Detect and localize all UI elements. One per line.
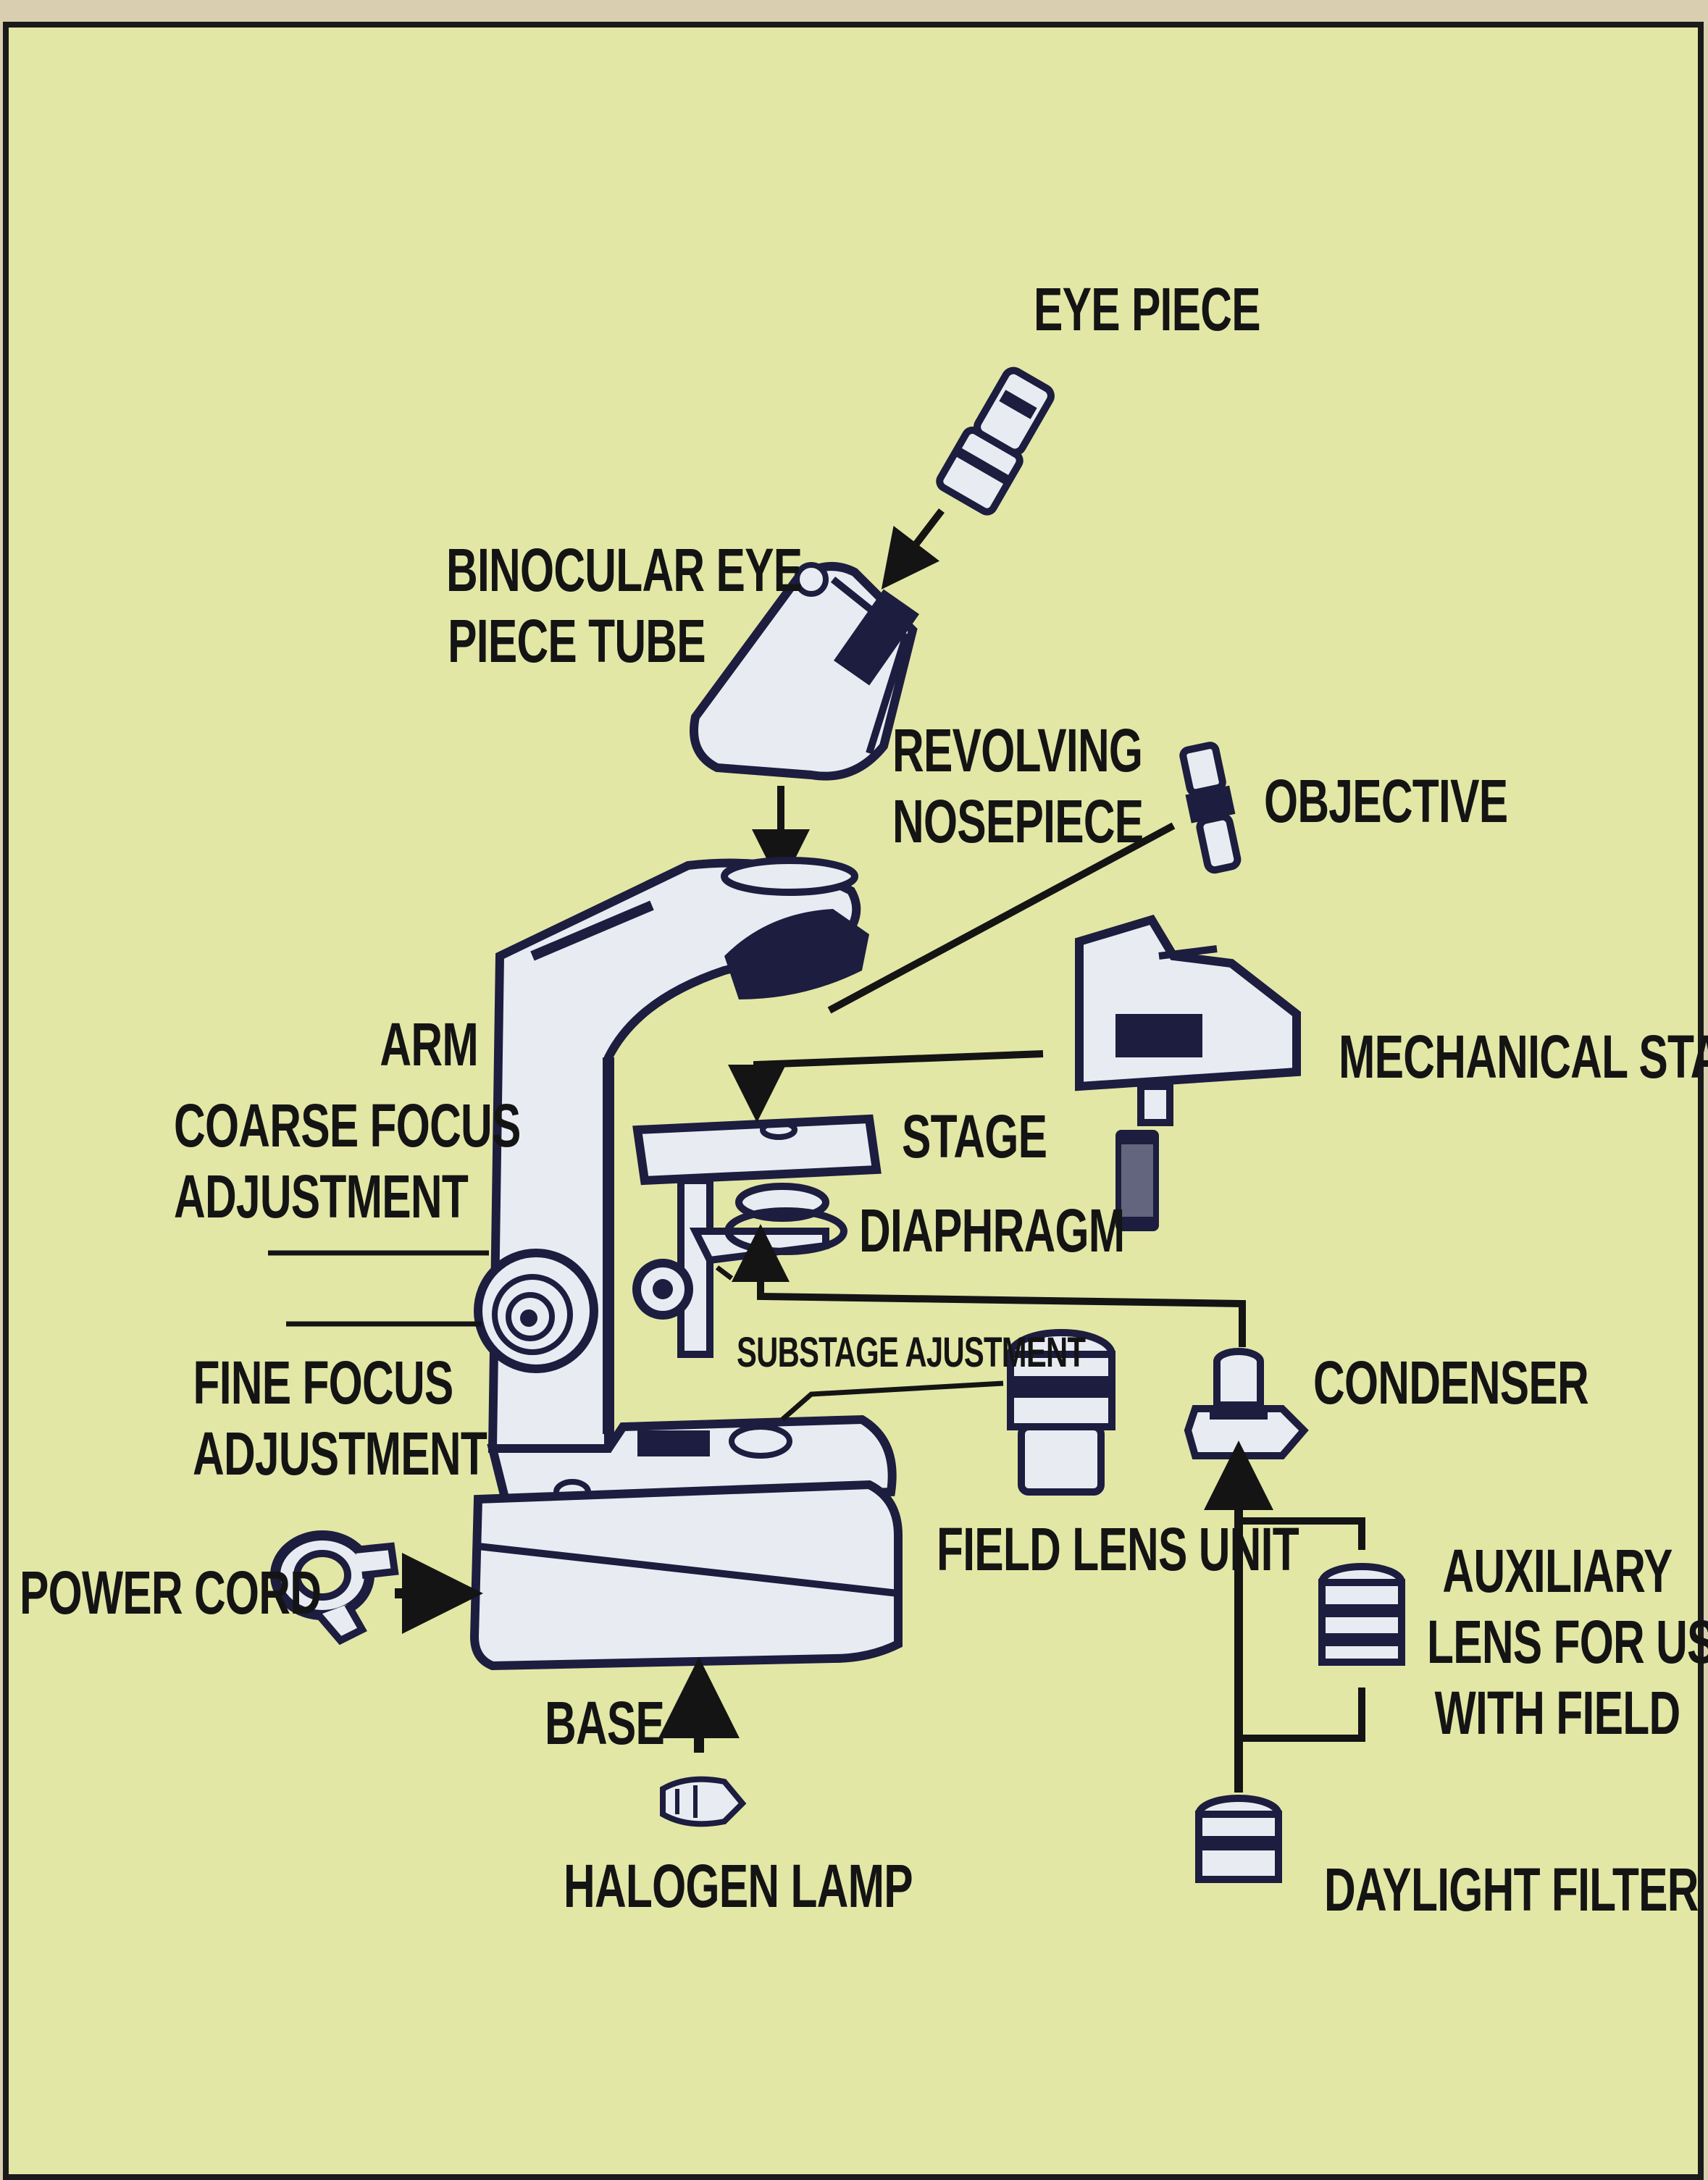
label-line: CONDENSER bbox=[1313, 1347, 1588, 1418]
label-line: EYE PIECE bbox=[1034, 274, 1260, 345]
label-line: NOSEPIECE bbox=[892, 786, 1143, 857]
label-halogen-lamp: HALOGEN LAMP bbox=[564, 1850, 913, 1921]
label-line: DIAPHRAGM bbox=[859, 1195, 1124, 1266]
label-line: POWER CORD bbox=[20, 1557, 321, 1628]
label-power-cord: POWER CORD bbox=[20, 1557, 321, 1628]
label-line: ARM bbox=[374, 1009, 478, 1080]
label-base: BASE bbox=[545, 1688, 664, 1758]
label-line: WITH FIELD bbox=[1427, 1677, 1688, 1748]
label-line: FIELD LENS UNIT bbox=[937, 1514, 1299, 1585]
label-stage: STAGE bbox=[902, 1101, 1047, 1172]
label-eye-piece: EYE PIECE bbox=[1034, 274, 1260, 345]
label-condenser: CONDENSER bbox=[1313, 1347, 1588, 1418]
label-binocular-tube: BINOCULAR EYE PIECE TUBE bbox=[446, 534, 707, 676]
label-line: HALOGEN LAMP bbox=[564, 1850, 913, 1921]
label-line: MECHANICAL STAGE bbox=[1339, 1021, 1708, 1092]
label-daylight-filter: DAYLIGHT FILTER bbox=[1324, 1854, 1699, 1925]
label-field-lens-unit: FIELD LENS UNIT bbox=[937, 1514, 1299, 1585]
label-line: COARSE FOCUS bbox=[174, 1090, 435, 1161]
label-line: OBJECTIVE bbox=[1264, 766, 1507, 837]
label-diaphragm: DIAPHRAGM bbox=[859, 1195, 1124, 1266]
label-objective: OBJECTIVE bbox=[1264, 766, 1507, 837]
label-line: BASE bbox=[545, 1688, 664, 1758]
label-auxiliary-lens: AUXILIARY LENS FOR USE WITH FIELD bbox=[1427, 1535, 1688, 1748]
label-revolving-nosepiece: REVOLVING NOSEPIECE bbox=[892, 715, 1143, 857]
label-line: FINE FOCUS bbox=[193, 1347, 453, 1418]
label-mechanical-stage: MECHANICAL STAGE bbox=[1339, 1021, 1708, 1092]
label-line: ADJUSTMENT bbox=[193, 1418, 453, 1489]
label-line: REVOLVING bbox=[892, 715, 1143, 786]
auxiliary-lens-part bbox=[1322, 1567, 1402, 1662]
label-arm: ARM bbox=[374, 1009, 478, 1080]
label-substage: SUBSTAGE AJUSTMENT bbox=[737, 1329, 1085, 1377]
label-line: BINOCULAR EYE bbox=[446, 534, 707, 605]
label-fine-focus: FINE FOCUS ADJUSTMENT bbox=[193, 1347, 453, 1489]
daylight-filter-part bbox=[1199, 1798, 1278, 1879]
label-line: DAYLIGHT FILTER bbox=[1324, 1854, 1699, 1925]
label-line: PIECE TUBE bbox=[446, 605, 707, 676]
halogen-lamp-part bbox=[663, 1779, 742, 1824]
label-line: AUXILIARY bbox=[1427, 1535, 1688, 1606]
label-line: ADJUSTMENT bbox=[174, 1161, 435, 1232]
label-line: LENS FOR USE bbox=[1427, 1606, 1688, 1677]
label-coarse-focus: COARSE FOCUS ADJUSTMENT bbox=[174, 1090, 435, 1232]
label-line: STAGE bbox=[902, 1101, 1047, 1172]
label-line: SUBSTAGE AJUSTMENT bbox=[737, 1329, 1085, 1377]
